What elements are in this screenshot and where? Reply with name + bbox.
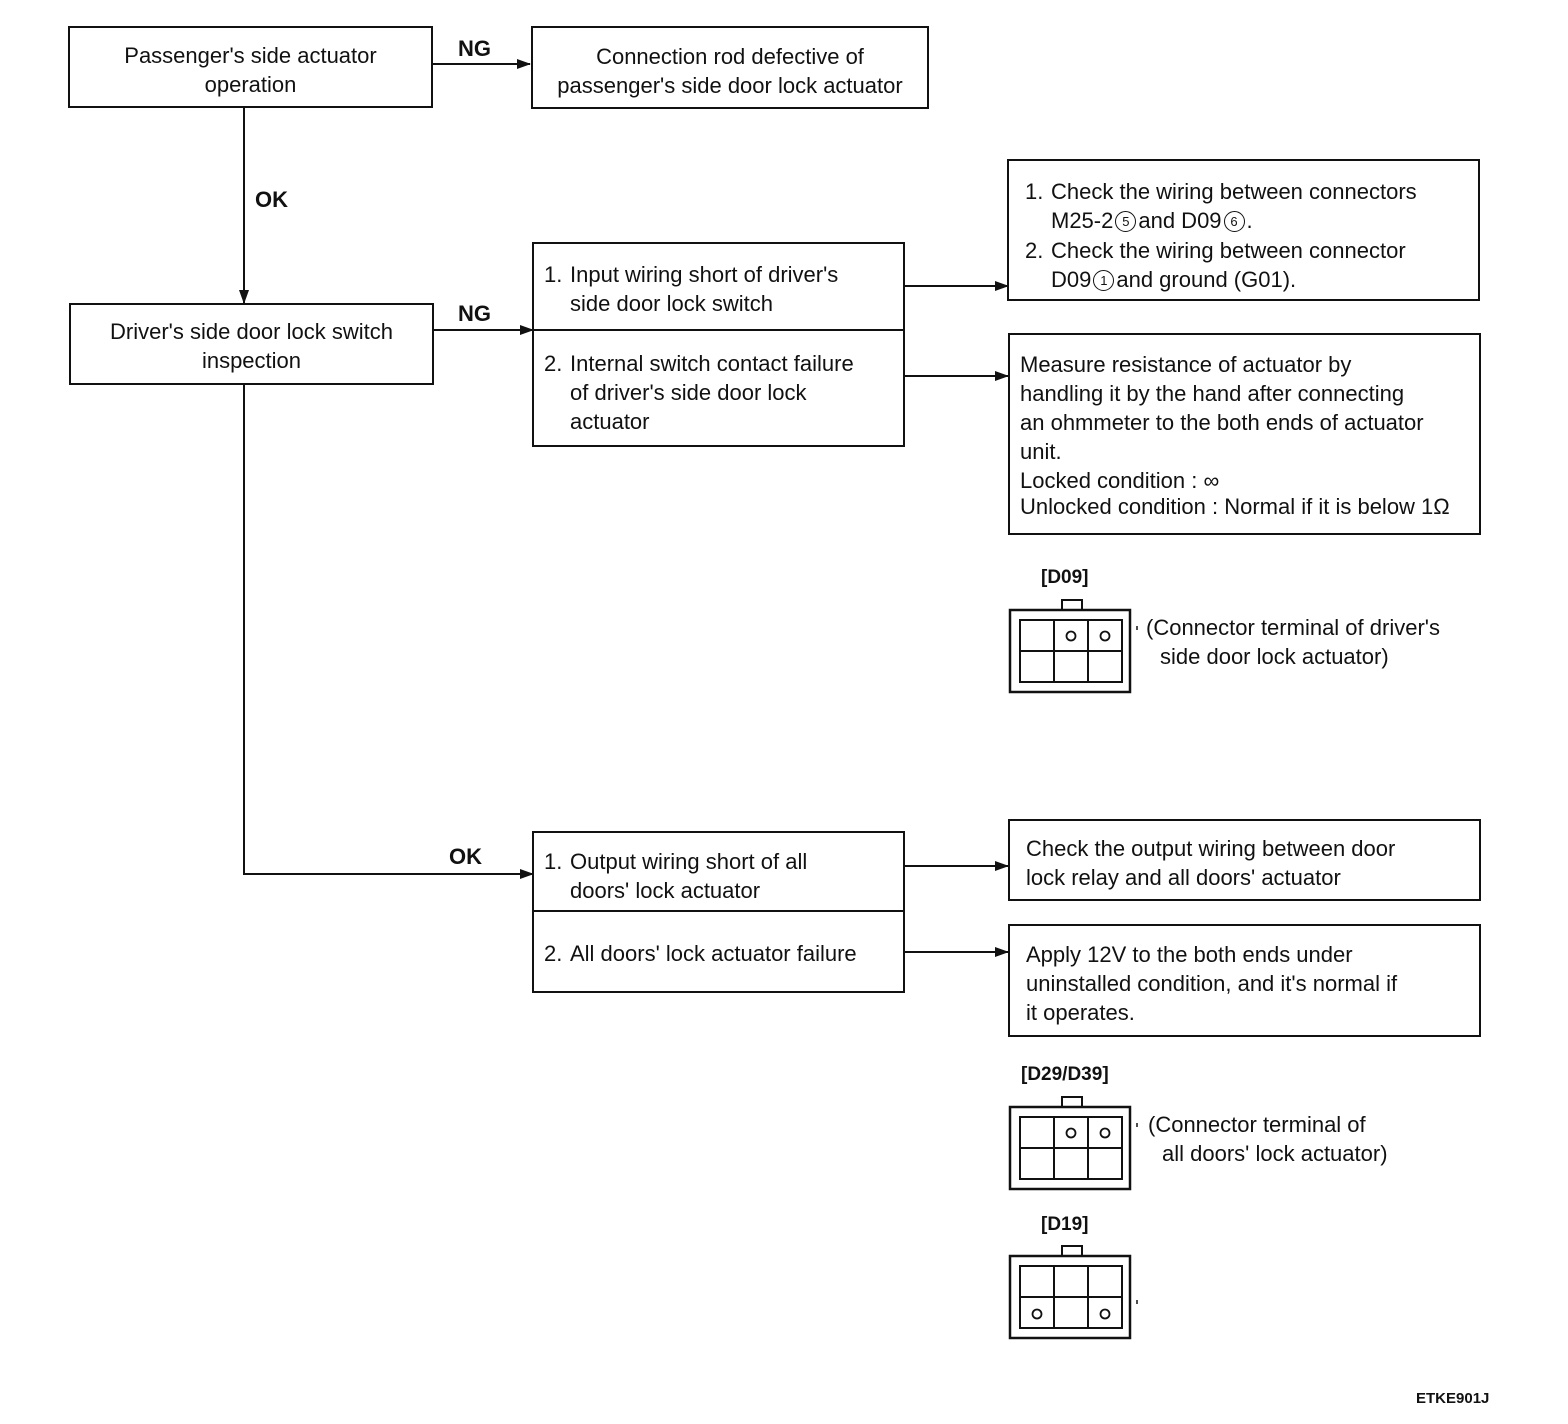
- label-ok-driver: OK: [449, 844, 482, 869]
- output-causes-box: 1. Output wiring short of all doors' loc…: [532, 831, 905, 993]
- unlocked-condition: Unlocked condition : Normal if it is bel…: [1020, 494, 1450, 519]
- connector-d29-d39-icon: [1008, 1096, 1138, 1191]
- connector-d19-icon: [1008, 1245, 1138, 1340]
- passenger-box-line-2: operation: [204, 72, 297, 97]
- measure-line-1: Measure resistance of actuator by: [1020, 352, 1352, 377]
- measure-line-2: handling it by the hand after connecting: [1020, 381, 1405, 406]
- d09-caption-line-1: (Connector terminal of driver's: [1146, 615, 1440, 640]
- apply-line-1: Apply 12V to the both ends under: [1026, 942, 1353, 967]
- check-wiring-item-1: 1. Check the wiring between connectors M…: [1025, 177, 1472, 235]
- check-output-wiring-box: Check the output wiring between door loc…: [1008, 819, 1481, 901]
- apply-12v-text: Apply 12V to the both ends under uninsta…: [1026, 940, 1471, 1027]
- switch-causes-box: 1. Input wiring short of driver's side d…: [532, 242, 905, 447]
- output-cause-1: 1. Output wiring short of all doors' loc…: [544, 847, 897, 905]
- connector-d19-label: [D19]: [1041, 1214, 1089, 1235]
- connection-rod-defective-box: Connection rod defective of passenger's …: [531, 26, 929, 109]
- passenger-box-line-1: Passenger's side actuator: [124, 43, 377, 68]
- connector-d29-d39-caption: (Connector terminal of all doors' lock a…: [1148, 1110, 1388, 1168]
- connector-ref-d09-ground: D09: [1051, 267, 1092, 292]
- connector-d09-icon: [1008, 599, 1138, 694]
- switch-cause-1-number: 1.: [544, 262, 563, 287]
- check-wiring-2-line-1: Check the wiring between connector: [1051, 238, 1406, 263]
- d29-caption-line-2: all doors' lock actuator): [1162, 1141, 1388, 1166]
- pin-6-circled: 6: [1223, 211, 1245, 232]
- driver-box-line-1: Driver's side door lock switch: [110, 319, 393, 344]
- switch-cause-2-line-1: Internal switch contact failure: [570, 351, 854, 376]
- measure-text: Measure resistance of actuator by handli…: [1020, 350, 1471, 521]
- connector-d09-caption: (Connector terminal of driver's side doo…: [1146, 613, 1440, 671]
- apply-12v-box: Apply 12V to the both ends under uninsta…: [1008, 924, 1481, 1037]
- pin-5-circled: 5: [1115, 211, 1137, 232]
- measure-line-3: an ohmmeter to the both ends of actuator: [1020, 410, 1424, 435]
- label-ng-passenger: NG: [458, 36, 491, 61]
- connector-d29-d39-label: [D29/D39]: [1021, 1064, 1109, 1085]
- arrow-driver-ok: [243, 384, 534, 879]
- switch-cause-2: 2. Internal switch contact failure of dr…: [544, 349, 897, 436]
- connector-d09-label: [D09]: [1041, 567, 1089, 588]
- measure-resistance-box: Measure resistance of actuator by handli…: [1008, 333, 1481, 535]
- rod-box-line-1: Connection rod defective of: [596, 44, 864, 69]
- switch-cause-1: 1. Input wiring short of driver's side d…: [544, 260, 897, 318]
- check-output-line-1: Check the output wiring between door: [1026, 836, 1396, 861]
- switch-causes-divider: [534, 329, 903, 331]
- output-cause-1-line-1: Output wiring short of all: [570, 849, 808, 874]
- label-ng-driver: NG: [458, 301, 491, 326]
- switch-cause-2-line-2: of driver's side door lock: [570, 380, 807, 405]
- output-cause-1-number: 1.: [544, 849, 563, 874]
- check-wiring-1-number: 1.: [1025, 179, 1044, 204]
- check-wiring-2-number: 2.: [1025, 238, 1044, 263]
- ground-ref: and ground (G01).: [1116, 267, 1297, 292]
- switch-cause-2-line-3: actuator: [570, 409, 650, 434]
- check-wiring-item-2: 2. Check the wiring between connector D0…: [1025, 236, 1472, 294]
- switch-cause-2-number: 2.: [544, 351, 563, 376]
- driver-box-line-2: inspection: [201, 348, 302, 373]
- connector-ref-d09: and D09: [1138, 208, 1222, 233]
- d09-caption-line-2: side door lock actuator): [1160, 644, 1389, 669]
- figure-code: ETKE901J: [1416, 1390, 1490, 1407]
- switch-cause-1-line-1: Input wiring short of driver's: [570, 262, 839, 287]
- apply-line-2: uninstalled condition, and it's normal i…: [1026, 971, 1398, 996]
- check-output-text: Check the output wiring between door loc…: [1026, 834, 1471, 892]
- connector-ref-m25-2: M25-2: [1051, 208, 1114, 233]
- rod-box-line-2: passenger's side door lock actuator: [557, 73, 903, 98]
- output-cause-2: 2. All doors' lock actuator failure: [544, 939, 897, 968]
- locked-condition: Locked condition : ∞: [1020, 468, 1220, 493]
- apply-line-3: it operates.: [1026, 1000, 1135, 1025]
- check-output-line-2: lock relay and all doors' actuator: [1026, 865, 1341, 890]
- check-wiring-1-line-1: Check the wiring between connectors: [1051, 179, 1417, 204]
- output-cause-2-line-1: All doors' lock actuator failure: [570, 941, 857, 966]
- label-ok-passenger: OK: [255, 187, 288, 212]
- output-cause-2-number: 2.: [544, 941, 563, 966]
- passenger-actuator-operation-box: Passenger's side actuator operation: [68, 26, 433, 108]
- driver-switch-inspection-box: Driver's side door lock switch inspectio…: [69, 303, 434, 385]
- d29-caption-line-1: (Connector terminal of: [1148, 1112, 1366, 1137]
- check-wiring-box: 1. Check the wiring between connectors M…: [1007, 159, 1480, 301]
- switch-cause-1-line-2: side door lock switch: [570, 291, 773, 316]
- output-causes-divider: [534, 910, 903, 912]
- pin-1-circled: 1: [1093, 270, 1115, 291]
- measure-line-4: unit.: [1020, 439, 1062, 464]
- period: .: [1246, 208, 1253, 233]
- output-cause-1-line-2: doors' lock actuator: [570, 878, 761, 903]
